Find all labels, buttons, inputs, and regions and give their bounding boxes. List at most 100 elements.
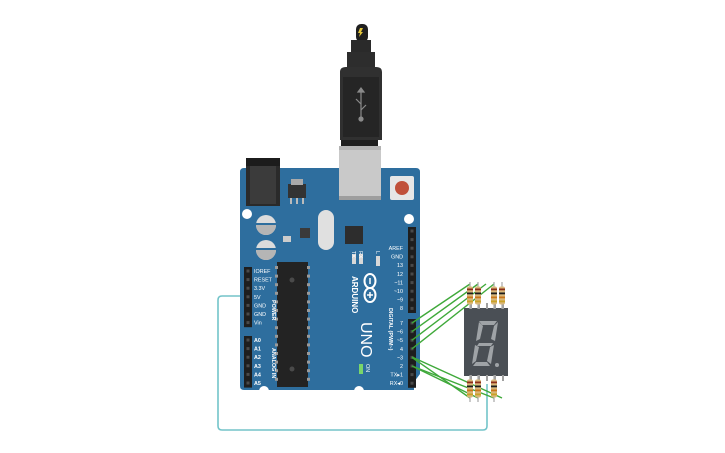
power-header[interactable] xyxy=(244,267,252,328)
usb-chip xyxy=(345,226,363,244)
chip-pin xyxy=(275,334,278,338)
mount-hole xyxy=(354,386,364,396)
wire[interactable] xyxy=(411,283,471,324)
analog-header[interactable] xyxy=(244,336,252,388)
usb-icon xyxy=(355,87,367,122)
capacitor xyxy=(256,215,276,235)
header-socket[interactable] xyxy=(410,373,414,377)
header-socket[interactable] xyxy=(410,306,414,310)
arduino-uno-board[interactable]: TX RX L ARDUINO UNO ON POWER ANALOG IN D… xyxy=(240,146,420,396)
segments xyxy=(472,321,499,367)
chip-pin xyxy=(275,309,278,312)
resistor[interactable] xyxy=(475,375,481,402)
on-label: ON xyxy=(364,364,370,372)
chip-pin xyxy=(275,360,278,364)
power-header-label: POWER xyxy=(270,300,276,320)
chip-pin xyxy=(307,300,310,304)
resistor[interactable] xyxy=(467,282,473,309)
chip-pin xyxy=(307,266,310,269)
digital-pin-label: AREF xyxy=(389,246,404,252)
header-socket[interactable] xyxy=(246,278,250,282)
mount-hole xyxy=(404,214,414,224)
atmega-microcontroller xyxy=(275,262,310,387)
header-socket[interactable] xyxy=(246,338,250,342)
wire[interactable] xyxy=(411,283,487,341)
chip-pin xyxy=(275,291,278,295)
power-pin-label: Vin xyxy=(254,321,262,327)
header-socket[interactable] xyxy=(410,238,414,242)
header-socket[interactable] xyxy=(410,255,414,259)
segment-b xyxy=(491,322,498,341)
header-socket[interactable] xyxy=(410,229,414,233)
chip-pin xyxy=(275,283,278,287)
segment-d xyxy=(473,362,490,366)
digital-pin-label: ~6 xyxy=(397,330,403,336)
wire[interactable] xyxy=(411,356,503,399)
header-socket[interactable] xyxy=(410,289,414,293)
chip-pin xyxy=(307,317,310,321)
chip-pin xyxy=(307,291,310,295)
header-socket[interactable] xyxy=(246,269,250,273)
digital-pin-label: ~10 xyxy=(394,289,403,295)
analog-pin-label: A1 xyxy=(254,347,261,353)
digital-pin-label: ~3 xyxy=(397,355,403,361)
power-pin-label: GND xyxy=(254,303,266,309)
header-socket[interactable] xyxy=(246,286,250,290)
chip-pin xyxy=(307,334,310,338)
chip-pin xyxy=(275,369,278,373)
brand-label: ARDUINO xyxy=(350,276,359,313)
header-socket[interactable] xyxy=(246,295,250,299)
header-socket[interactable] xyxy=(410,272,414,276)
header-socket[interactable] xyxy=(246,372,250,376)
power-pin-label: IOREF xyxy=(254,269,271,275)
analog-pin-label: A4 xyxy=(254,372,261,378)
chip-pin xyxy=(275,300,278,304)
header-socket[interactable] xyxy=(246,347,250,351)
resistor[interactable] xyxy=(491,282,497,309)
mount-hole xyxy=(259,386,269,396)
segment-a xyxy=(479,321,497,325)
header-socket[interactable] xyxy=(246,355,250,359)
digital-pin-label: ~11 xyxy=(394,280,403,286)
header-socket[interactable] xyxy=(410,281,414,285)
chip-pin xyxy=(307,352,310,355)
digital-pin-label: 4 xyxy=(400,347,403,353)
chip-pin xyxy=(275,352,278,355)
wire-5v-to-display[interactable] xyxy=(217,295,488,431)
header-socket[interactable] xyxy=(246,364,250,368)
resistor[interactable] xyxy=(475,282,481,309)
header-socket[interactable] xyxy=(410,263,414,267)
header-socket[interactable] xyxy=(246,321,250,325)
digital-header-top[interactable] xyxy=(408,227,416,313)
segment-f xyxy=(476,322,483,341)
seven-segment-display[interactable] xyxy=(464,303,508,381)
analog-pin-label: A2 xyxy=(254,355,261,361)
header-socket[interactable] xyxy=(410,246,414,250)
header-socket[interactable] xyxy=(246,303,250,307)
segment-c xyxy=(487,345,494,364)
crystal-oscillator xyxy=(318,210,334,250)
segment-g xyxy=(477,343,493,346)
power-pin-label: GND xyxy=(254,312,266,318)
header-socket[interactable] xyxy=(246,381,250,385)
header-socket[interactable] xyxy=(410,298,414,302)
reset-button[interactable] xyxy=(390,176,414,200)
resistor[interactable] xyxy=(499,282,505,309)
digital-pin-label: ~9 xyxy=(397,298,403,304)
digital-pin-label: 2 xyxy=(400,364,403,370)
dc-power-jack xyxy=(246,158,280,206)
on-led xyxy=(359,364,363,374)
header-socket[interactable] xyxy=(246,312,250,316)
model-label: UNO xyxy=(357,322,374,358)
usb-cable[interactable] xyxy=(340,24,382,146)
resistor[interactable] xyxy=(467,375,473,402)
resistor[interactable] xyxy=(491,375,497,402)
resistors[interactable] xyxy=(467,282,505,402)
usb-b-port xyxy=(339,146,381,200)
segment-e xyxy=(472,345,479,364)
mount-hole xyxy=(242,209,252,219)
header-socket[interactable] xyxy=(410,381,414,385)
chip-pin xyxy=(307,369,310,373)
chip-pin xyxy=(307,283,310,287)
